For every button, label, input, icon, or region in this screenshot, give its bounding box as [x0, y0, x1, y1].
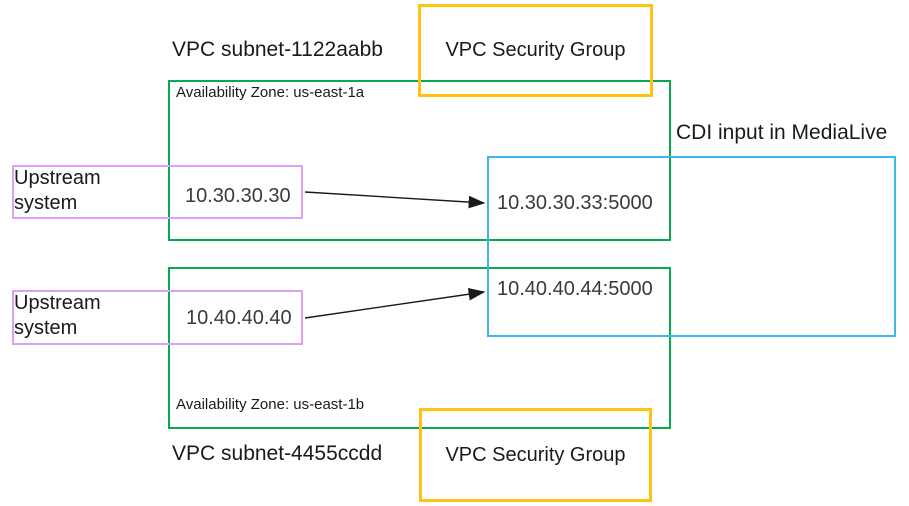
- subnet-b-endpoint-ip: 10.40.40.40: [186, 307, 292, 329]
- vpc-security-group-top-label: VPC Security Group: [445, 39, 626, 61]
- cdi-input-b-address: 10.40.40.44:5000: [497, 278, 653, 300]
- cdi-input-title: CDI input in MediaLive: [676, 121, 888, 144]
- vpc-security-group-bottom-label: VPC Security Group: [445, 443, 626, 466]
- upstream-system-b-box: [12, 290, 303, 345]
- upstream-system-a-label: Upstream system: [14, 167, 101, 214]
- subnet-b-title: VPC subnet-4455ccdd: [172, 442, 383, 465]
- vpc-security-group-top-box: VPC Security Group: [418, 4, 653, 97]
- cdi-input-box: [487, 156, 896, 337]
- vpc-security-group-bottom-box: VPC Security Group: [419, 408, 652, 502]
- upstream-system-b-label: Upstream system: [14, 292, 101, 339]
- subnet-a-endpoint-ip: 10.30.30.30: [185, 185, 291, 207]
- upstream-system-a-box: [12, 165, 303, 219]
- cdi-input-a-address: 10.30.30.33:5000: [497, 192, 653, 214]
- subnet-a-title: VPC subnet-1122aabb: [172, 38, 383, 61]
- availability-zone-a-label: Availability Zone: us-east-1a: [176, 84, 365, 101]
- availability-zone-b-label: Availability Zone: us-east-1b: [176, 396, 365, 413]
